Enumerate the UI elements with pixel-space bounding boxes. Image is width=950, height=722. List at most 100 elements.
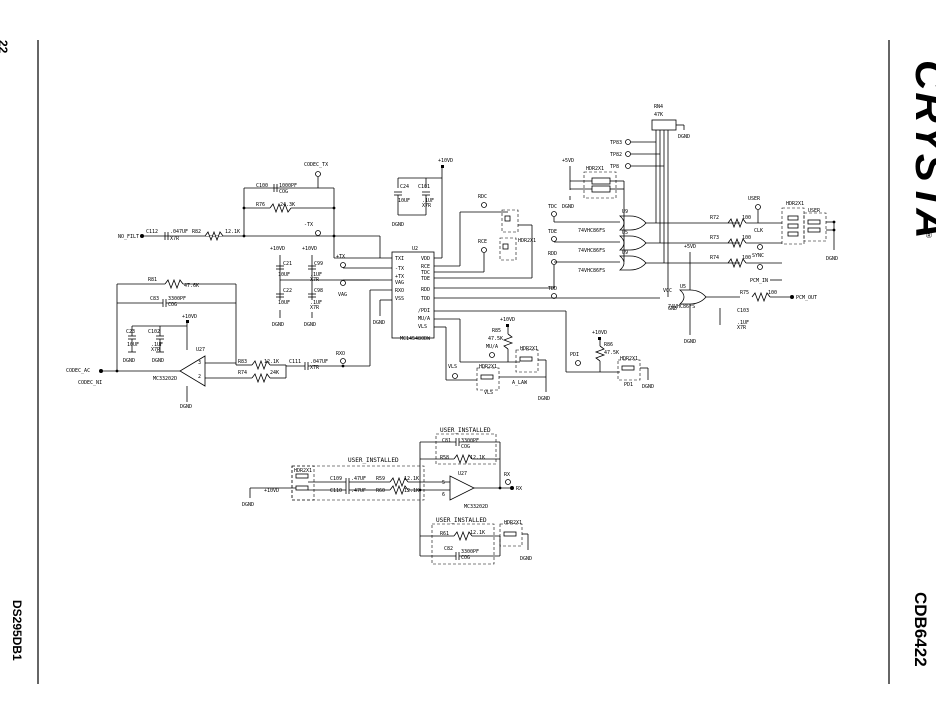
schematic-label: COG [168,302,177,308]
schematic-label: USER [748,196,761,202]
schematic-label: COG [279,189,288,195]
schematic-label: C21 [283,261,292,267]
schematic-label: X7R [310,365,320,371]
schematic-label: 5 [442,480,445,486]
schematic-label: HDR2X1 [518,238,536,244]
schematic-label: HDR2X1 [620,356,638,362]
schematic-label: GND [668,306,677,312]
schematic-label: 10UF [398,198,410,204]
schematic-label: 12.1K [264,359,279,365]
schematic-label: TDD [421,296,430,302]
schematic-label: A_LAW [512,380,528,386]
schematic-label: .1UF [310,300,322,306]
schematic-label: C102 [148,329,160,335]
schematic-label: 100 [742,215,751,221]
schematic-label: .47UF [351,476,366,482]
xor-gate-3: U9 [618,250,647,271]
schematic-label: RXO [395,288,404,294]
schematic-label: R82 [192,229,201,235]
schematic-label: R81 [148,277,157,283]
schematic-label: 1000PF [279,183,297,189]
schematic-label: /PDI [418,308,430,314]
schematic-label: 47.6K [184,283,199,289]
schematic-label: DGND [538,396,550,402]
schematic-label: 2 [198,374,201,380]
schematic-label: U5 [680,284,686,290]
schematic-label: 12.1K [404,488,419,494]
schematic-label: RCE [421,264,430,270]
schematic-label: HDR2X1 [294,468,312,474]
schematic-label: +10VD [182,314,197,320]
schematic-label: .1UF [422,198,434,204]
schematic-label: 47.5K [604,350,619,356]
schematic-label: DGND [562,204,574,210]
schematic-label: 12.1K [404,476,419,482]
crystal-logo-icon: CRYSTAL ® [907,60,936,240]
schematic-label: C103 [737,308,749,314]
schematic-label: .047UF [170,229,188,235]
schematic-label: C83 [150,296,159,302]
schematic-label: 10UF [127,342,139,348]
schematic-label: U2 [412,246,418,252]
schematic-label: 24K [270,370,279,376]
schematic-label: C99 [314,261,323,267]
schematic-label: X7R [737,325,747,331]
schematic-label: X7R [310,305,320,311]
schematic-label: RXO [336,351,345,357]
schematic-label: 74VHC86FS [578,228,605,234]
schematic-label: USER_INSTALLED [436,517,487,524]
schematic-label: +10VD [500,317,515,323]
schematic-label: 3 [198,360,201,366]
schematic-label: 47.5K [488,336,503,342]
schematic-label: TDE [421,276,430,282]
schematic-label: PD1 [624,382,633,388]
schematic-label: X7R [170,236,180,242]
schematic-label: C22 [283,288,292,294]
schematic-label: C23 [126,329,135,335]
schematic-label: +TX [395,274,404,280]
schematic-label: 74VHC86FS [578,268,605,274]
schematic-label: .047UF [310,359,328,365]
schematic-label: R86 [604,342,613,348]
schematic-label: CODEC_AC [66,368,90,374]
schematic-label: U5 [622,230,628,236]
schematic-label: DGND [373,320,385,326]
schematic-label: DGND [392,222,404,228]
svg-text:CRYSTAL: CRYSTAL [907,60,936,240]
c100-label: C100 [256,183,268,189]
xor-gate-4: U5 VCC GND [663,284,707,312]
schematic-label: DGND [826,256,838,262]
schematic-label: 74VHC86FS [668,304,695,310]
schematic-label: RCE [478,239,487,245]
schematic-label: MC33202D [464,504,488,510]
schematic-label: 74VHC86FS [578,248,605,254]
schematic-label: R58 [440,455,449,461]
schematic-label: TDC [548,204,557,210]
schematic-label: RN4 [654,104,663,110]
schematic-label: 3300PF [461,438,479,444]
schematic-label: COG [461,444,470,450]
schematic-label: MC33202D [153,376,177,382]
schematic-label: C24 [400,184,409,190]
schematic-label: C81 [442,438,451,444]
schematic-label: DGND [678,134,690,140]
schematic-label: DGND [242,502,254,508]
schematic-label: +10VD [438,158,453,164]
schematic-label: RDD [421,287,430,293]
schematic-label: TP82 [610,152,622,158]
schematic-label: R85 [492,328,501,334]
schematic-label: HDR2X1 [479,364,497,370]
schematic-label: 12.1K [225,229,240,235]
schematic-label: R59 [376,476,385,482]
schematic-label: RX [504,472,510,478]
schematic-label: 47K [654,112,663,118]
schematic-label: TDD [548,286,557,292]
schematic-label: RX [516,486,522,492]
schematic-label: C101 [418,184,430,190]
schematic-label: 100 [742,235,751,241]
schematic-label: TXI [395,256,404,262]
schematic-label: X7R [422,203,432,209]
schematic-label: R72 [710,215,719,221]
schematic-label: +10VD [302,246,317,252]
